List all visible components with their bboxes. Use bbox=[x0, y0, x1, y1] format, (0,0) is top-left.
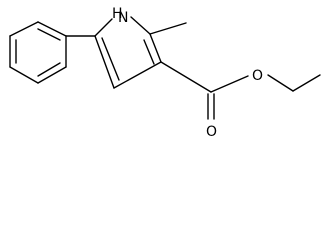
pyrrole-double-bond bbox=[101, 37, 120, 81]
nh-hydrogen-label: H bbox=[112, 6, 123, 22]
nh-nitrogen-label: N bbox=[118, 10, 128, 26]
phenyl-ring bbox=[9, 21, 67, 84]
ester-group bbox=[160, 61, 321, 120]
ethyl-bond bbox=[292, 74, 321, 92]
ester-oxygen-label: O bbox=[252, 68, 263, 84]
phenyl-bond bbox=[9, 21, 39, 37]
phenyl-double-bond bbox=[37, 28, 61, 41]
phenyl-bond bbox=[37, 66, 67, 84]
ester-o-bond bbox=[210, 75, 249, 93]
phenyl-double-bond bbox=[37, 62, 61, 77]
pyrrole-bond bbox=[94, 18, 113, 37]
pyrrole-double-bond bbox=[143, 39, 155, 65]
o-ethyl-bond bbox=[267, 74, 294, 92]
pyrrole-bond bbox=[113, 61, 162, 89]
pyrrole-bond bbox=[149, 33, 162, 63]
phenyl-bond bbox=[9, 66, 39, 84]
pyrrole-bond bbox=[94, 35, 115, 89]
phenyl-bond bbox=[37, 21, 67, 37]
pyrrole-ring bbox=[94, 16, 162, 89]
chemical-structure-diagram: H N O O bbox=[9, 6, 321, 140]
pyrrole-bond bbox=[130, 16, 151, 35]
methyl-bond bbox=[149, 22, 187, 35]
ring-carbonyl-bond bbox=[160, 61, 212, 93]
carbonyl-oxygen-label: O bbox=[206, 124, 217, 140]
